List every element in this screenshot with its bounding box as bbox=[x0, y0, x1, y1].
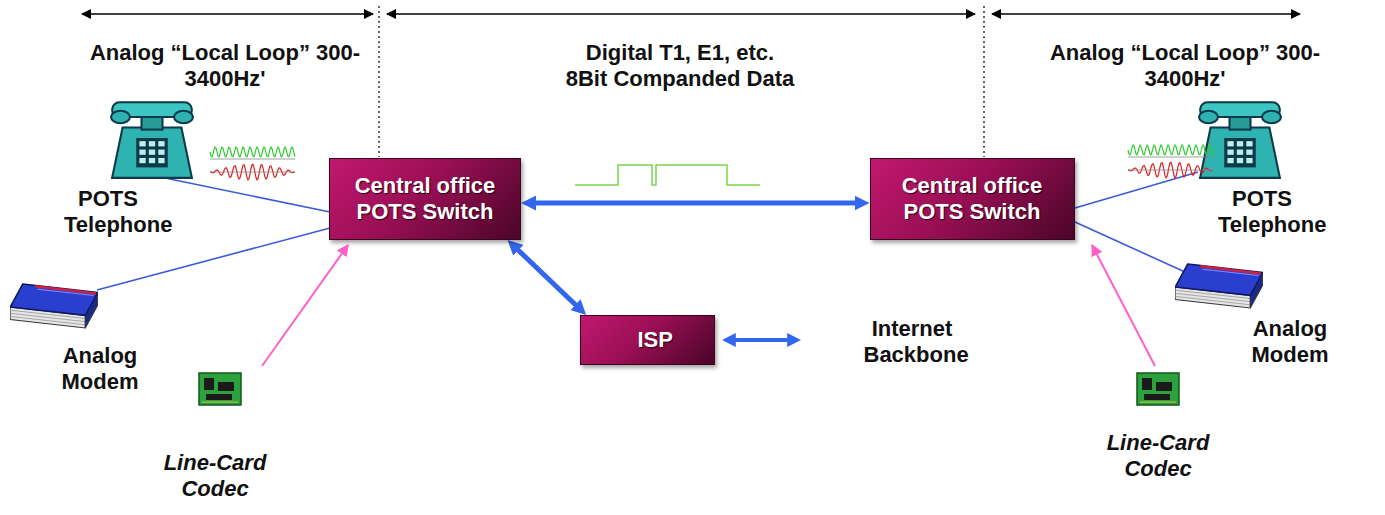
section-arrows bbox=[82, 13, 1300, 15]
wave-baseline bbox=[1128, 157, 1213, 158]
switch-box: Central office POTS Switch bbox=[329, 158, 521, 240]
telephone-icon bbox=[1199, 102, 1281, 178]
node-text: ISP bbox=[638, 327, 657, 353]
red-wave bbox=[1128, 162, 1213, 178]
wave-baseline bbox=[1128, 170, 1213, 171]
node-text: Central office POTS Switch bbox=[901, 173, 1044, 226]
caption-label: Line-Card Codec bbox=[1107, 430, 1210, 483]
caption-label: Internet Backbone bbox=[864, 316, 961, 369]
codec-arrow bbox=[262, 245, 1155, 366]
caption-label: POTS Telephone bbox=[1218, 186, 1306, 239]
modem-icon bbox=[10, 284, 98, 328]
digital-pulse bbox=[575, 165, 760, 185]
caption-label: Analog Modem bbox=[1250, 316, 1330, 369]
divider-line bbox=[379, 6, 984, 157]
trunk-arrow bbox=[533, 201, 858, 206]
codec-icon bbox=[199, 373, 241, 405]
caption-label: Digital T1, E1, etc. 8Bit Companded Data bbox=[566, 40, 795, 93]
modem-icon bbox=[1175, 264, 1263, 308]
caption-label: POTS Telephone bbox=[64, 186, 152, 239]
backbone-arrow bbox=[733, 338, 790, 342]
caption-label: Analog “Local Loop” 300-3400Hz' bbox=[50, 40, 401, 93]
green-wave bbox=[1128, 145, 1213, 155]
wave-baseline bbox=[210, 172, 295, 173]
caption-label: Analog Modem bbox=[60, 343, 140, 396]
codec-icon bbox=[1137, 373, 1179, 405]
green-wave bbox=[210, 147, 295, 157]
wave-baseline bbox=[210, 159, 295, 160]
telephone-icon bbox=[111, 102, 193, 178]
switch-box: Central office POTS Switch bbox=[870, 158, 1075, 240]
switch-box: ISP bbox=[580, 315, 715, 365]
caption-label: Line-Card Codec bbox=[164, 450, 267, 503]
node-text: Central office POTS Switch bbox=[354, 173, 497, 226]
trunk-arrow bbox=[516, 248, 577, 306]
caption-label: Analog “Local Loop” 300-3400Hz' bbox=[1010, 40, 1361, 93]
red-wave bbox=[210, 164, 295, 180]
